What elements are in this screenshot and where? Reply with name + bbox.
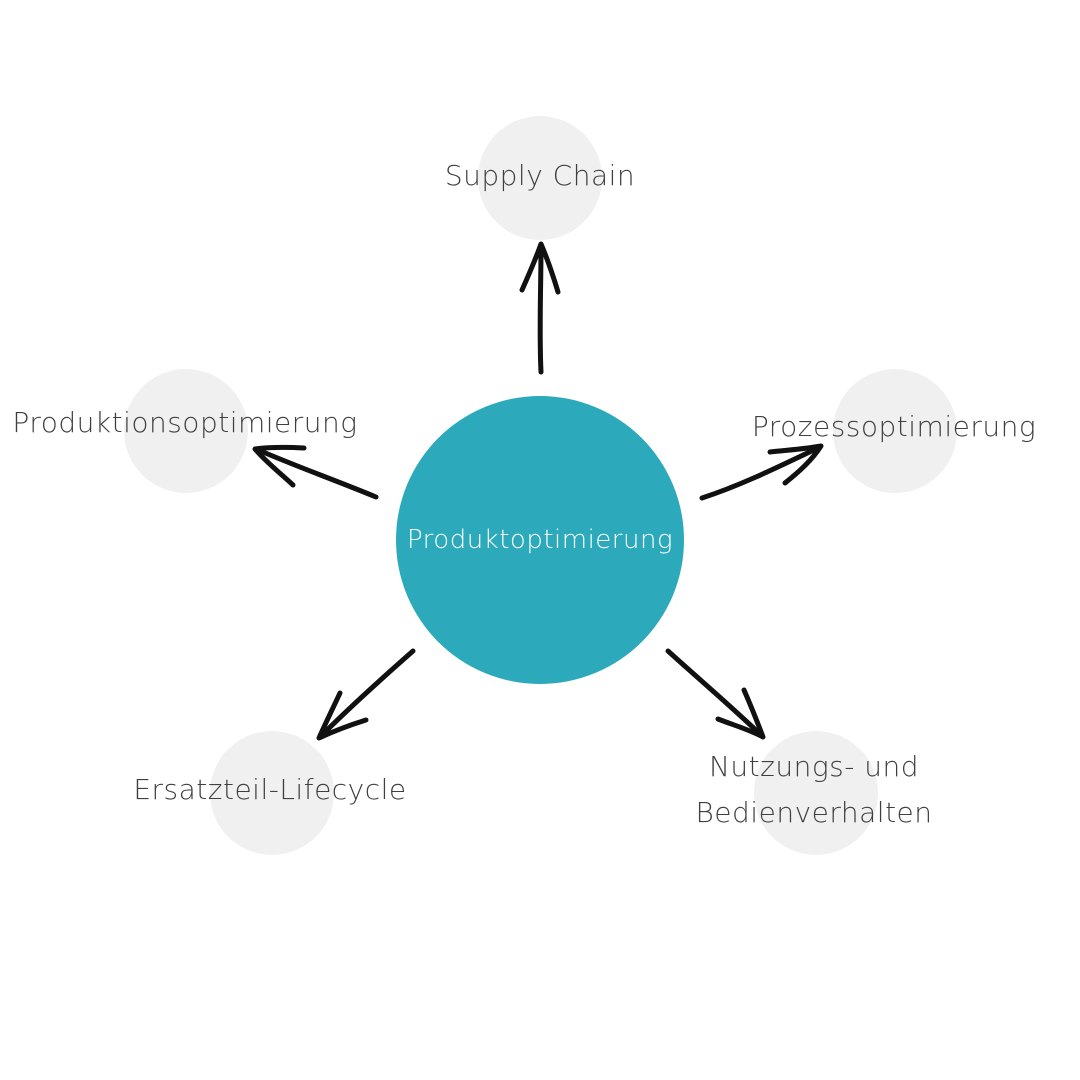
node-label-ersatzteil-lifecycle: Ersatzteil-Lifecycle [133, 773, 407, 806]
arrow-to-ersatzteil-lifecycle [316, 648, 416, 741]
center-label: Produktoptimierung [406, 525, 674, 555]
arrow-to-prozessoptimierung [699, 443, 824, 501]
arrow-to-nutzung [665, 648, 766, 740]
supply-chain-node-circle [478, 116, 602, 240]
node-label-nutzung-line2: Bedienverhalten [695, 796, 933, 829]
ersatzteil-lifecycle-node-circle [210, 731, 334, 855]
node-label-nutzung-line1: Nutzungs- und [708, 750, 920, 783]
prozessoptimierung-node-circle [833, 369, 957, 493]
center-circle [396, 396, 684, 684]
nutzung-node-circle [754, 731, 878, 855]
arrow-to-produktionsoptimierung [252, 444, 379, 500]
arrow-to-supply-chain [519, 241, 561, 375]
produktionsoptimierung-node-circle [124, 369, 248, 493]
node-label-prozessoptimierung: Prozessoptimierung [751, 410, 1037, 443]
node-label-supply-chain: Supply Chain [444, 159, 636, 192]
node-label-produktionsoptimierung: Produktionsoptimierung [12, 406, 358, 439]
